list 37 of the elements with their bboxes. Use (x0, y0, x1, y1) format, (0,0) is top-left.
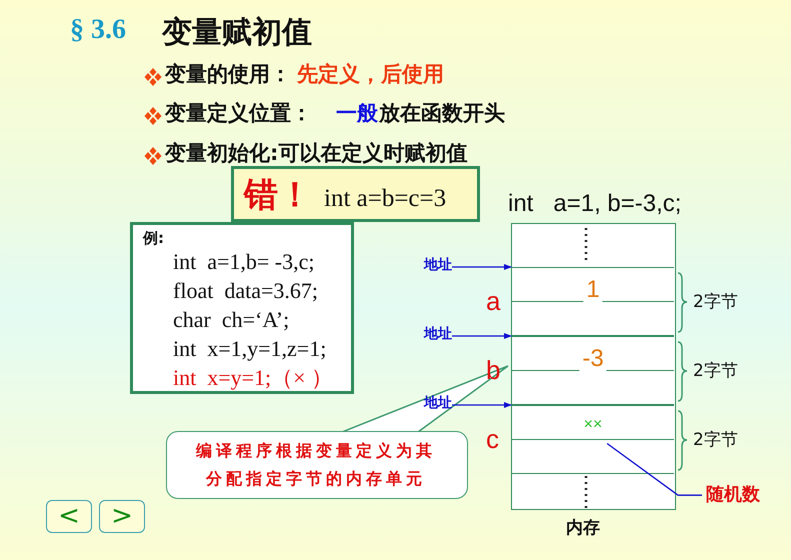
callout-bubble (166, 431, 468, 499)
section-number: § 3.6 (70, 14, 126, 46)
code-line: int x=y=1;（× ） (173, 364, 334, 392)
address-label: 地址 (424, 394, 452, 412)
variable-name: c (486, 424, 499, 455)
error-box (231, 166, 480, 222)
previous-button: < (46, 500, 92, 533)
code-line: float data=3.67; (173, 277, 319, 305)
address-label: 地址 (424, 256, 452, 274)
next-button: > (99, 500, 145, 533)
example-heading: 例: (143, 229, 165, 247)
callout-text: 编译程序根据变量定义为其分配指定字节的内存单元 (194, 440, 437, 490)
byte-size-label: 2字节 (693, 429, 738, 451)
code-line: char ch=‘A’; (173, 306, 290, 334)
code-text: int a=b=c=3 (324, 185, 446, 212)
address-label: 地址 (424, 325, 452, 343)
declaration-text: int a=1, b=-3,c; (508, 190, 682, 218)
code-example-box (130, 222, 354, 394)
arrow (452, 333, 512, 339)
bullet-text: 变量的使用： (165, 61, 291, 88)
bullet-text: 变量定义位置： (165, 100, 312, 127)
highlight-text: 一般 (336, 100, 378, 127)
memory-caption: 内存 (566, 517, 600, 539)
bullet-text: 变量初始化:可以在定义时赋初值 (165, 140, 468, 167)
leader-line (606, 442, 702, 496)
arrow (452, 264, 512, 270)
random-value-label: 随机数 (680, 482, 760, 506)
code-line: int a=1,b= -3,c; (173, 248, 316, 276)
byte-size-label: 2字节 (693, 360, 738, 382)
bullet-text: 放在函数开头 (379, 100, 505, 127)
error-mark: 错！ (244, 175, 312, 215)
code-line: int x=1,y=1,z=1; (173, 335, 328, 363)
highlight-text: 先定义，后使用 (297, 61, 444, 88)
byte-size-label: 2字节 (693, 291, 738, 313)
arrow (452, 402, 512, 408)
variable-name: a (486, 286, 500, 317)
slide-title: 变量赋初值 (162, 14, 312, 52)
